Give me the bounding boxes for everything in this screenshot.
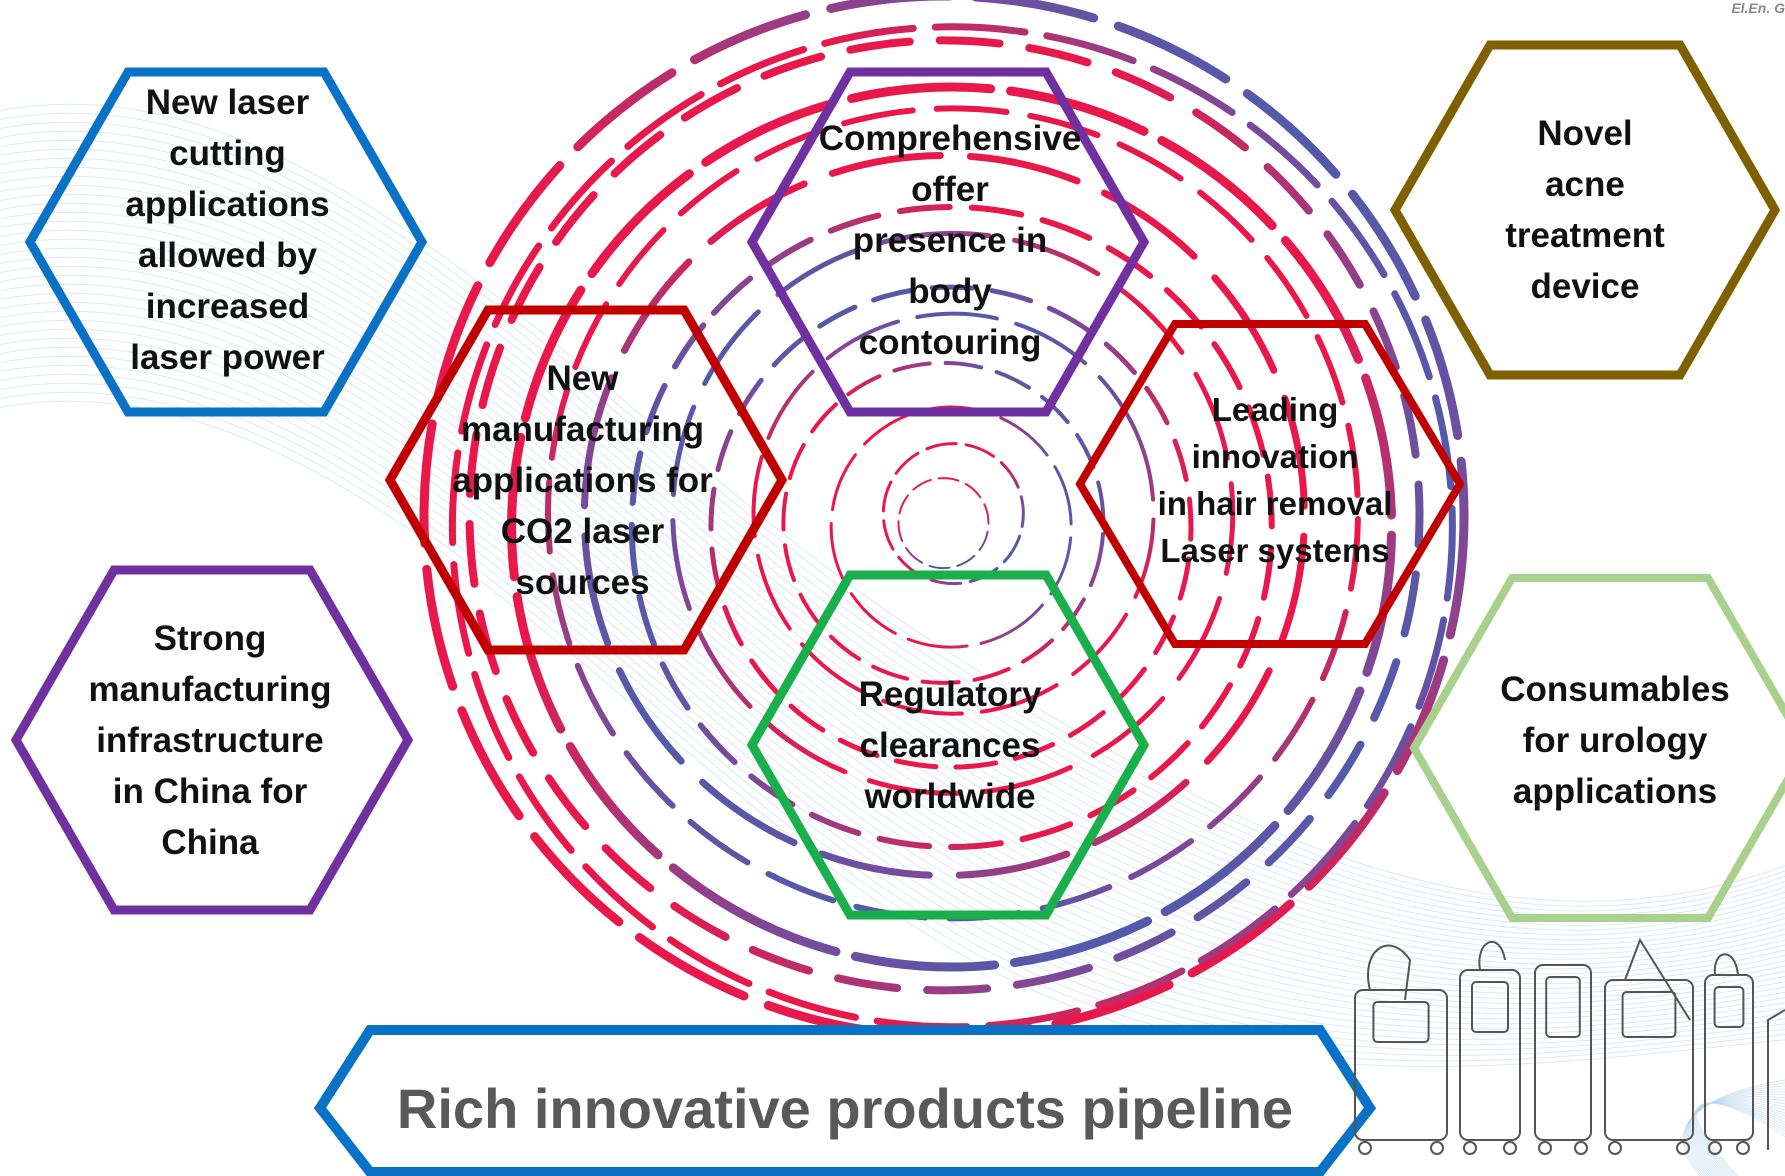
hex-label-regulatory: Regulatory clearances worldwide — [858, 674, 1042, 816]
hex-label-china-manufacturing: Strong manufacturing infrastructure in C… — [88, 618, 332, 862]
hexagon-acne-device — [1389, 40, 1781, 380]
hexagon-regulatory — [746, 570, 1150, 920]
hexagon-body-contouring — [746, 67, 1150, 417]
hexagon-hair-removal — [1075, 320, 1465, 648]
wave-lines-decoration — [0, 103, 1785, 1176]
hex-label-laser-cutting: New laser cutting applications allowed b… — [125, 83, 330, 377]
spiral-rings-decoration — [419, 0, 1469, 1041]
hex-label-urology: Consumables for urology applications — [1500, 669, 1730, 811]
hexagon-laser-cutting — [24, 67, 428, 417]
corner-logo: El.En. G — [1731, 0, 1785, 16]
banner-hexagon — [313, 1025, 1377, 1176]
hexagon-shapes — [10, 40, 1785, 1176]
hexagon-co2-laser — [384, 305, 788, 655]
hex-label-hair-removal: Leading innovation in hair removal Laser… — [1157, 391, 1393, 569]
medical-devices-lineup-icon — [1354, 937, 1785, 1155]
hexagon-urology — [1409, 574, 1785, 922]
hex-label-co2-laser: New manufacturing applications for CO2 l… — [452, 358, 713, 602]
banner-title: Rich innovative products pipeline — [396, 1076, 1294, 1140]
hex-label-acne-device: Novel acne treatment device — [1505, 114, 1665, 306]
hexagon-china-manufacturing — [10, 565, 414, 915]
hex-label-body-contouring: Comprehensive offer presence in body con… — [818, 118, 1082, 362]
